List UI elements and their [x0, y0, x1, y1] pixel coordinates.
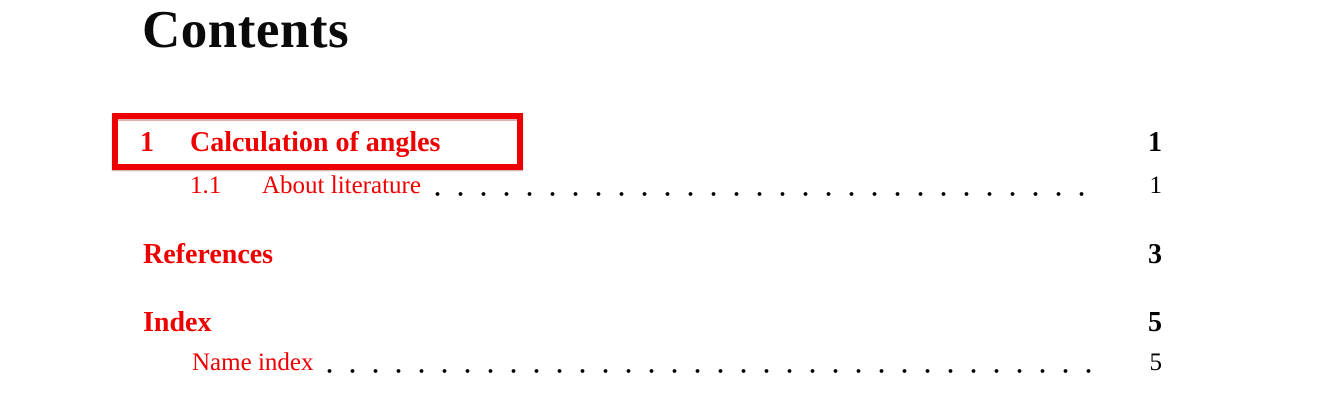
toc-entry-label: References — [143, 239, 274, 270]
toc-entry-references[interactable]: References 3 — [143, 238, 1162, 272]
toc-entry-section-1[interactable]: 1 Calculation of angles 1 — [140, 126, 1162, 160]
toc-entry-page: 5 — [1149, 349, 1163, 376]
toc-entry-page: 5 — [1148, 307, 1162, 338]
toc-entry-page: 3 — [1148, 239, 1162, 270]
toc-entry-label: Index — [143, 307, 212, 338]
toc-entry-label: Calculation of angles — [190, 127, 441, 158]
toc-entry-page: 1 — [1148, 127, 1162, 158]
page-title: Contents — [142, 1, 350, 59]
toc-entry-page: 1 — [1149, 172, 1163, 199]
toc-entry-number: 1 — [140, 127, 154, 158]
dot-leader — [434, 189, 1092, 199]
dot-leader — [327, 366, 1092, 376]
toc-entry-subsection-1-1[interactable]: 1.1 About literature 1 — [190, 171, 1162, 201]
toc-entry-number: 1.1 — [190, 172, 222, 199]
toc-entry-label: About literature — [262, 172, 421, 199]
toc-entry-name-index[interactable]: Name index 5 — [192, 348, 1162, 378]
toc-entry-index[interactable]: Index 5 — [143, 306, 1162, 340]
toc-entry-label: Name index — [192, 349, 314, 376]
